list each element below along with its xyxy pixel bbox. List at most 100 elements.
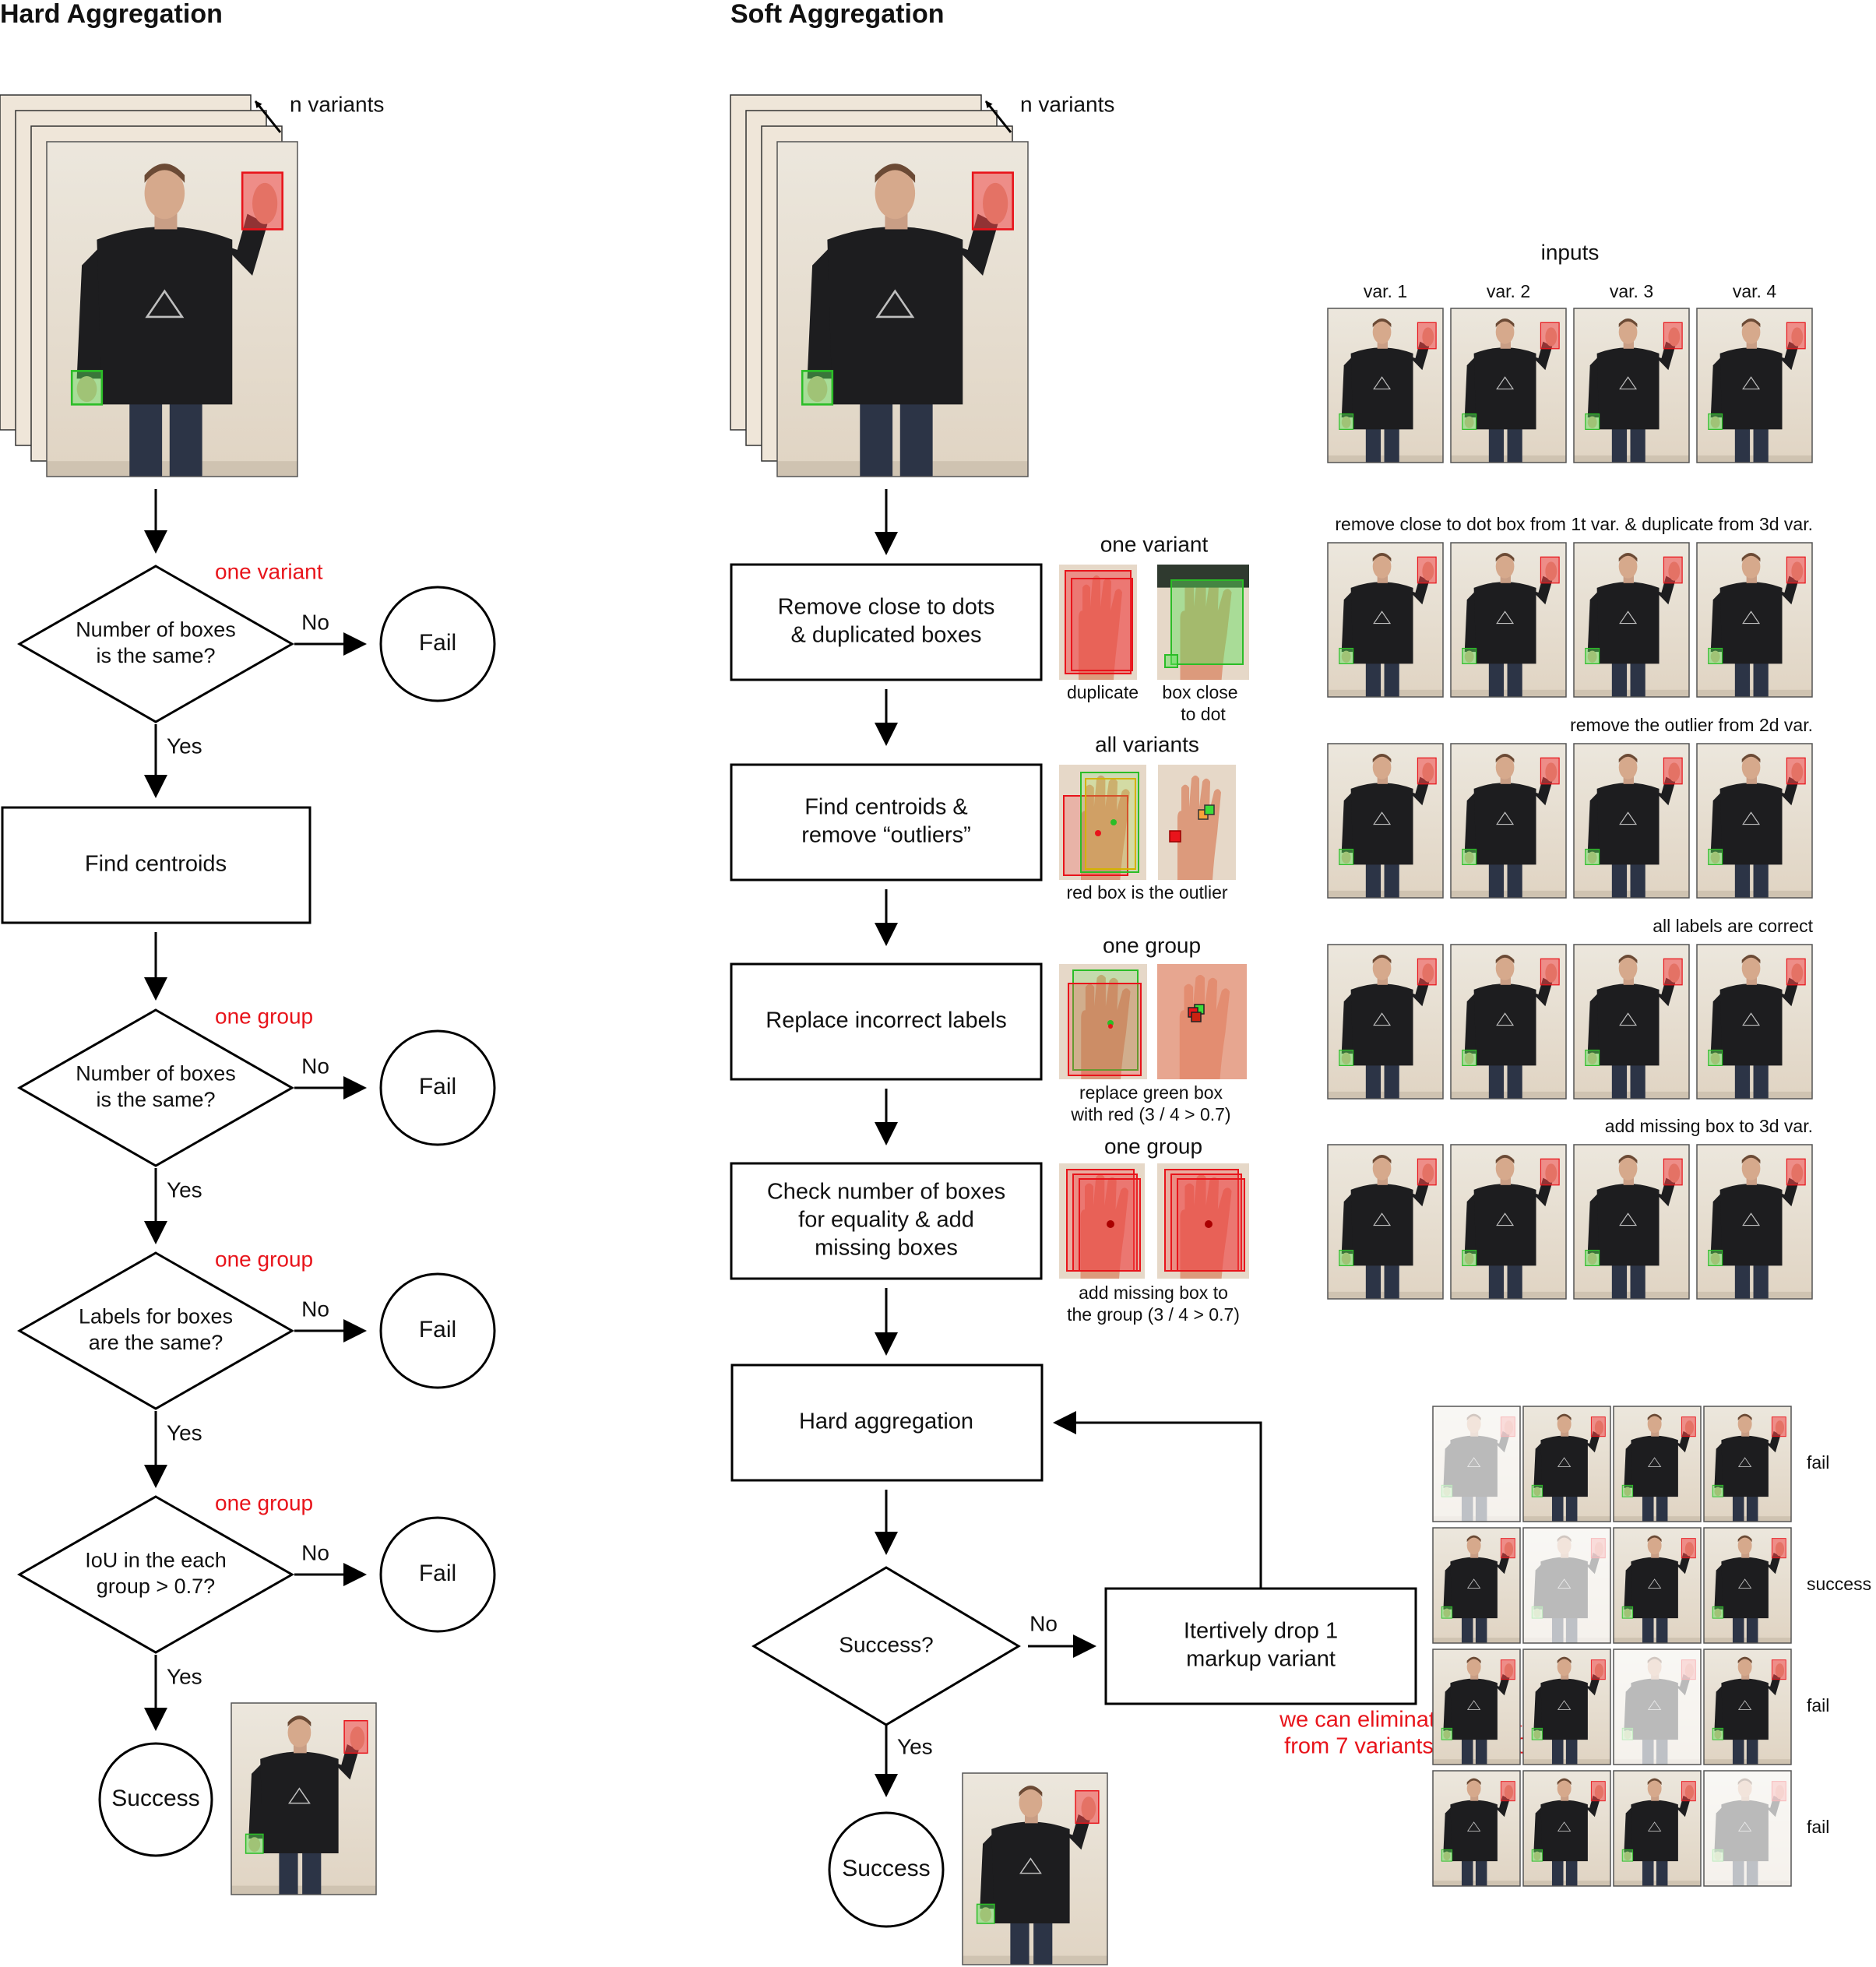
fail-node	[379, 586, 496, 702]
input-thumb	[1574, 1145, 1689, 1299]
hard-decision-3	[16, 1251, 295, 1410]
drop-thumb	[1523, 1406, 1610, 1522]
fail-text: Fail	[419, 1561, 456, 1586]
photo-frame	[1522, 1649, 1611, 1765]
drop-thumb	[1614, 1649, 1701, 1765]
example-caption: to dot	[1181, 704, 1226, 724]
row-caption: remove close to dot box from 1t var. & d…	[1335, 514, 1813, 534]
yes-label: Yes	[167, 1177, 202, 1202]
input-thumb	[1697, 945, 1812, 1099]
dot-box	[1164, 654, 1178, 668]
variant-label: var. 3	[1610, 281, 1653, 301]
scope-note: one variant	[215, 559, 323, 583]
drop-thumb	[1433, 1406, 1520, 1522]
photo-frame	[1327, 542, 1444, 698]
centroid	[1204, 804, 1215, 815]
drop-thumb	[1614, 1528, 1701, 1643]
retry-arrow	[1053, 1411, 1262, 1589]
hard-result-photo	[231, 1703, 376, 1895]
photo-frame	[1573, 944, 1690, 1100]
success-text: Success	[842, 1856, 930, 1881]
hard-success-node	[98, 1742, 213, 1857]
drop-thumb	[1704, 1771, 1791, 1886]
soft-step-1	[730, 563, 1043, 681]
input-thumb	[1451, 1145, 1566, 1299]
no-label: No	[301, 610, 329, 634]
step-text: Remove close to dots	[778, 595, 995, 620]
photo-frame	[776, 141, 1029, 477]
fail-text: Fail	[419, 1074, 456, 1100]
example-caption: box close	[1162, 682, 1237, 702]
input-thumb	[1574, 945, 1689, 1099]
example-caption: duplicate	[1067, 682, 1139, 702]
decision-text: Number of boxes	[76, 618, 236, 641]
centroid	[1095, 830, 1101, 836]
centroid-outlier	[1169, 830, 1181, 843]
scope-note: one group	[215, 1247, 313, 1271]
hand-zoom	[1157, 964, 1247, 1079]
photo-frame	[1696, 743, 1813, 899]
fail-node	[379, 1516, 496, 1633]
photo-frame	[1696, 944, 1813, 1100]
drop-thumb	[1433, 1771, 1520, 1886]
yes-label: Yes	[167, 734, 202, 758]
variant-label: var. 1	[1364, 281, 1407, 301]
n-variants-label: n variants	[1020, 92, 1114, 116]
input-thumb	[1328, 543, 1443, 697]
photo-frame	[1432, 1406, 1521, 1522]
photo-frame	[1450, 944, 1567, 1100]
variant-label: var. 4	[1733, 281, 1776, 301]
red-box	[1068, 983, 1142, 1076]
input-thumb	[1451, 308, 1566, 463]
drop-thumb	[1614, 1406, 1701, 1522]
input-thumb	[1574, 543, 1689, 697]
fail-node	[379, 1272, 496, 1389]
centroid	[1191, 1012, 1202, 1022]
hard-aggregation-box	[730, 1364, 1044, 1482]
drop-result: fail	[1807, 1817, 1829, 1837]
yes-label: Yes	[167, 1664, 202, 1688]
step-scope-header: one group	[1104, 1134, 1202, 1158]
soft-result-photo	[963, 1773, 1107, 1965]
drop-thumb	[1614, 1771, 1701, 1886]
input-thumb	[1697, 543, 1812, 697]
example-caption: add missing box to	[1079, 1283, 1228, 1303]
yes-label: Yes	[167, 1420, 202, 1444]
photo-frame	[1522, 1770, 1611, 1887]
step-text: markup variant	[1186, 1647, 1336, 1672]
example-caption: replace green box	[1079, 1082, 1223, 1103]
step-text: for equality & add	[798, 1208, 974, 1233]
scope-note: one group	[215, 1490, 313, 1515]
green-box	[1072, 969, 1139, 1071]
drop-thumb	[1704, 1406, 1791, 1522]
step-scope-header: one group	[1103, 933, 1201, 957]
decision-text: are the same?	[89, 1331, 224, 1354]
photo-frame	[1613, 1770, 1702, 1887]
step-text: Check number of boxes	[767, 1180, 1005, 1205]
n-variants-arrow	[254, 100, 282, 133]
drop-thumb	[1433, 1528, 1520, 1643]
input-thumb	[1328, 945, 1443, 1099]
input-thumb	[1328, 744, 1443, 898]
row-caption: remove the outlier from 2d var.	[1570, 715, 1813, 735]
no-label: No	[301, 1540, 329, 1564]
drop-result: fail	[1807, 1452, 1829, 1473]
photo-frame	[1696, 308, 1813, 463]
find-centroids-box	[1, 806, 311, 924]
photo-frame	[1450, 743, 1567, 899]
soft-aggregation-title: Soft Aggregation	[730, 0, 945, 29]
green-box	[1170, 579, 1244, 665]
photo-frame	[962, 1772, 1108, 1965]
photo-frame	[1450, 1144, 1567, 1300]
variant-label: var. 2	[1487, 281, 1530, 301]
drop-thumb	[1704, 1528, 1791, 1643]
input-thumb	[1697, 744, 1812, 898]
drop-thumb	[1704, 1649, 1791, 1765]
input-thumb	[1451, 945, 1566, 1099]
input-thumb	[1451, 744, 1566, 898]
drop-result: fail	[1807, 1695, 1829, 1715]
input-thumb	[1697, 1145, 1812, 1299]
decision-text: IoU in the each	[85, 1548, 227, 1571]
input-thumb	[1574, 308, 1689, 463]
photo-frame	[1432, 1649, 1521, 1765]
